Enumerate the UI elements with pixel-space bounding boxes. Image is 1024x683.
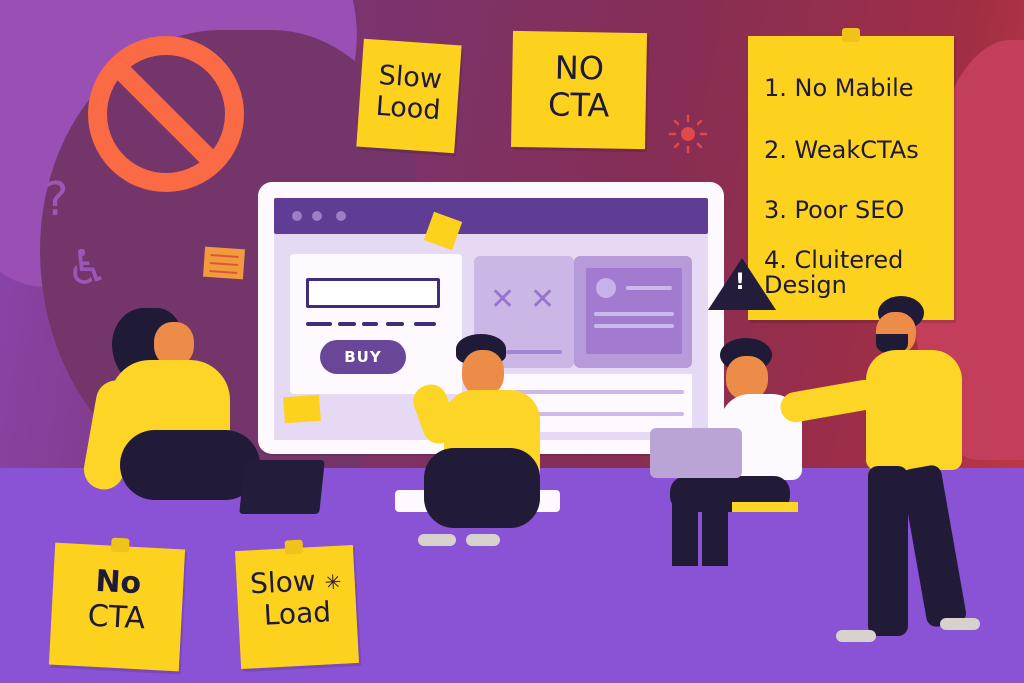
- window-dot: [312, 211, 322, 221]
- text-line: [594, 312, 674, 316]
- person-bearded-man: [778, 296, 980, 646]
- sun-icon: [668, 114, 708, 154]
- tape: [842, 28, 860, 42]
- laptop-light: [650, 428, 742, 478]
- checklist-item: 4. Cluitered Design: [764, 246, 904, 300]
- tape: [110, 537, 130, 553]
- text-line: [514, 412, 684, 416]
- text-line: [514, 390, 684, 394]
- sticky-note-checklist: 1. No Mabile 2. WeakCTAs 3. Poor SEO 4. …: [748, 28, 954, 320]
- small-yellow-note: [283, 394, 321, 424]
- text-line: [626, 286, 672, 290]
- x-mark-icon: ✕: [530, 282, 556, 317]
- note-line-text: Slow: [249, 564, 317, 601]
- checklist-item: 1. No Mabile: [764, 74, 914, 102]
- avatar: [596, 278, 616, 298]
- browser-title-bar: [274, 198, 708, 234]
- sticky-note-slow-load-bottom: Slow ✳ Load: [234, 539, 360, 670]
- text-line: [506, 350, 562, 354]
- note-line: Lood: [374, 90, 442, 127]
- checklist-item: 2. WeakCTAs: [764, 136, 919, 164]
- warning-exclamation: !: [735, 270, 746, 295]
- warning-icon: [708, 258, 776, 310]
- text-line: [594, 324, 674, 328]
- dash-line: [362, 322, 378, 326]
- profile-inner: [586, 268, 682, 354]
- loading-spinner-icon: ✳: [323, 569, 342, 595]
- profile-card: [574, 256, 692, 368]
- person-thinking-man: [408, 334, 550, 546]
- sticky-note-no-cta-bottom: No CTA: [48, 537, 186, 672]
- note-line: NO: [554, 48, 605, 88]
- dash-line: [414, 322, 436, 326]
- form-card: BUY: [290, 254, 462, 394]
- prohibit-icon: [88, 36, 244, 192]
- window-dot: [292, 211, 302, 221]
- note-line: CTA: [86, 598, 147, 636]
- accessibility-icon: ♿: [66, 240, 110, 296]
- form-input[interactable]: [306, 278, 440, 308]
- x-mark-icon: ✕: [490, 282, 516, 317]
- laptop-dark: [239, 460, 325, 514]
- sticky-note-slow-load-top: Slow Lood: [356, 38, 462, 154]
- note-line: Load: [262, 595, 332, 632]
- sticky-note-no-cta-top: NO CTA: [510, 30, 648, 150]
- tape: [284, 539, 304, 555]
- window-dot: [336, 211, 346, 221]
- dash-line: [338, 322, 356, 326]
- note-line: Slow ✳: [236, 563, 356, 601]
- note-line: CTA: [547, 85, 610, 125]
- person-frustrated-woman: [80, 300, 270, 510]
- small-orange-note: [203, 246, 245, 280]
- dash-line: [386, 322, 404, 326]
- checklist-item: 3. Poor SEO: [764, 196, 905, 224]
- dash-line: [306, 322, 332, 326]
- buy-button[interactable]: BUY: [320, 340, 406, 374]
- question-mark-icon: ?: [44, 172, 69, 226]
